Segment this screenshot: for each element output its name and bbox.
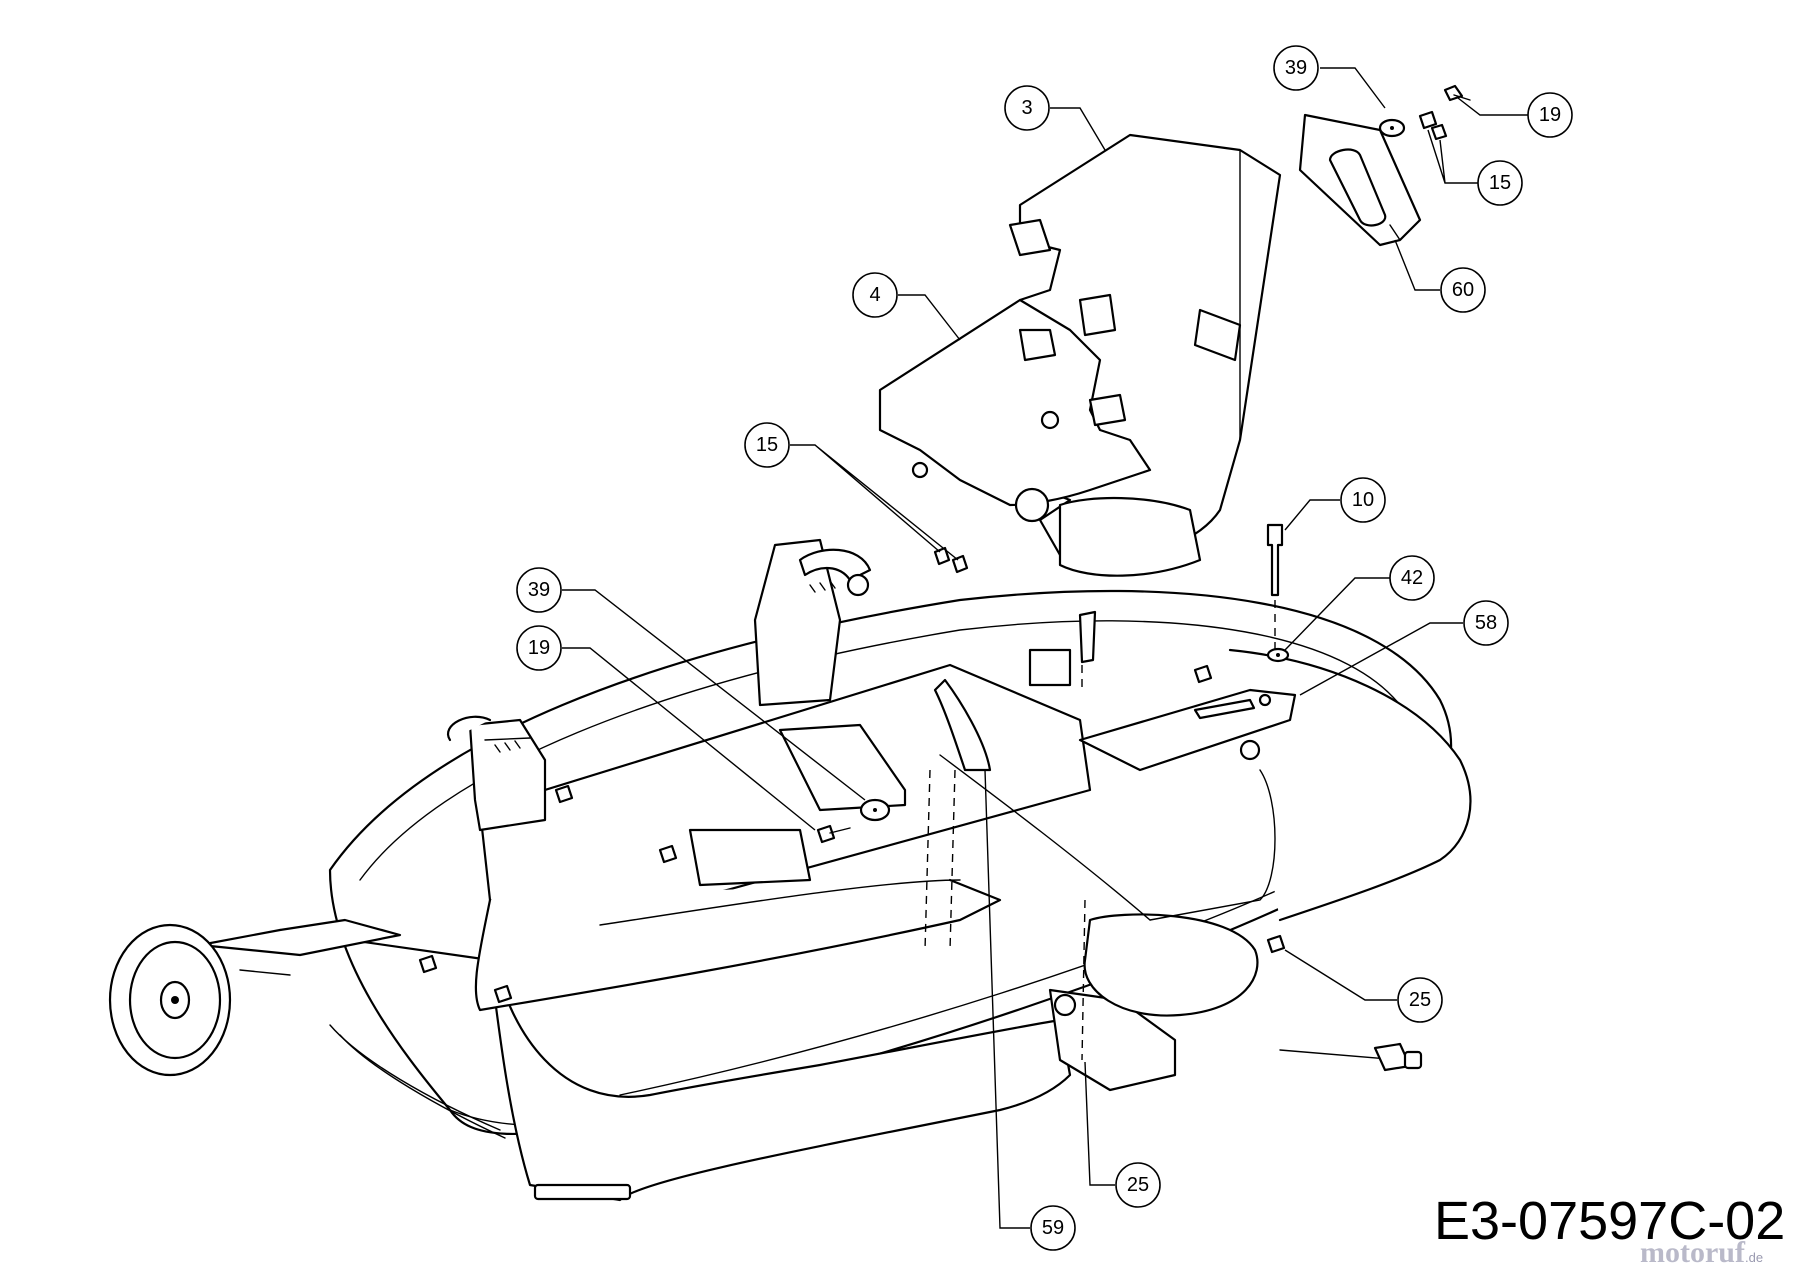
callout-42: 42	[1284, 555, 1435, 651]
stud-left	[1078, 610, 1097, 690]
callout-19-top: 19	[1457, 92, 1573, 138]
callout-3: 3	[1004, 85, 1106, 151]
callout-39-top: 39	[1273, 45, 1386, 109]
watermark-logo: motoruf.de	[1640, 1236, 1763, 1270]
bolt-10	[1266, 523, 1284, 650]
alignment-lines	[924, 769, 1086, 1061]
callout-59: 59	[984, 769, 1076, 1251]
callout-label: 19	[528, 637, 550, 659]
callout-15-center: 15	[744, 422, 959, 561]
callout-60: 60	[1394, 239, 1486, 313]
bolt-19-center	[816, 824, 851, 844]
callout-label: 39	[528, 579, 550, 601]
callout-label: 25	[1127, 1174, 1149, 1196]
callout-label: 59	[1042, 1217, 1064, 1239]
deflector	[878, 298, 1152, 523]
rear-lift-bracket-right	[753, 538, 872, 707]
callout-58: 58	[1299, 600, 1509, 696]
center-housing	[474, 648, 1092, 1012]
callout-label: 25	[1409, 989, 1431, 1011]
callout-label: 19	[1539, 104, 1561, 126]
callout-4: 4	[852, 272, 961, 341]
callout-25-right: 25	[1284, 949, 1443, 1023]
callout-label: 58	[1475, 612, 1497, 634]
nuts-15-center	[933, 546, 969, 574]
watermark-brand: motoruf	[1640, 1236, 1745, 1269]
callout-19-center: 19	[516, 625, 816, 831]
callout-25-bottom: 25	[1084, 1061, 1161, 1208]
callout-label: 15	[756, 434, 778, 456]
deck-nuts	[418, 664, 1286, 1004]
callout-label: 39	[1285, 57, 1307, 79]
chute-hardware	[1378, 84, 1471, 141]
callout-15-top: 15	[1427, 129, 1523, 206]
chute-cap-plate	[1298, 113, 1422, 247]
callout-label: 4	[869, 284, 880, 306]
bracket-58	[1078, 688, 1297, 772]
watermark-suffix: .de	[1744, 1250, 1764, 1265]
front-hitch-assembly	[939, 754, 1423, 1092]
callout-label: 10	[1352, 489, 1374, 511]
callout-39-center: 39	[516, 567, 866, 801]
washer-42	[1266, 647, 1290, 663]
callout-label: 42	[1401, 567, 1423, 589]
gauge-wheel-assembly	[108, 918, 402, 1077]
callout-label: 15	[1489, 172, 1511, 194]
drawing-code: E3-07597C-02	[1434, 1191, 1786, 1251]
washer-39-center	[859, 798, 891, 822]
rear-lift-bracket-left	[446, 715, 547, 832]
callout-10: 10	[1284, 477, 1386, 531]
callout-label: 3	[1021, 97, 1032, 119]
callout-label: 60	[1452, 279, 1474, 301]
